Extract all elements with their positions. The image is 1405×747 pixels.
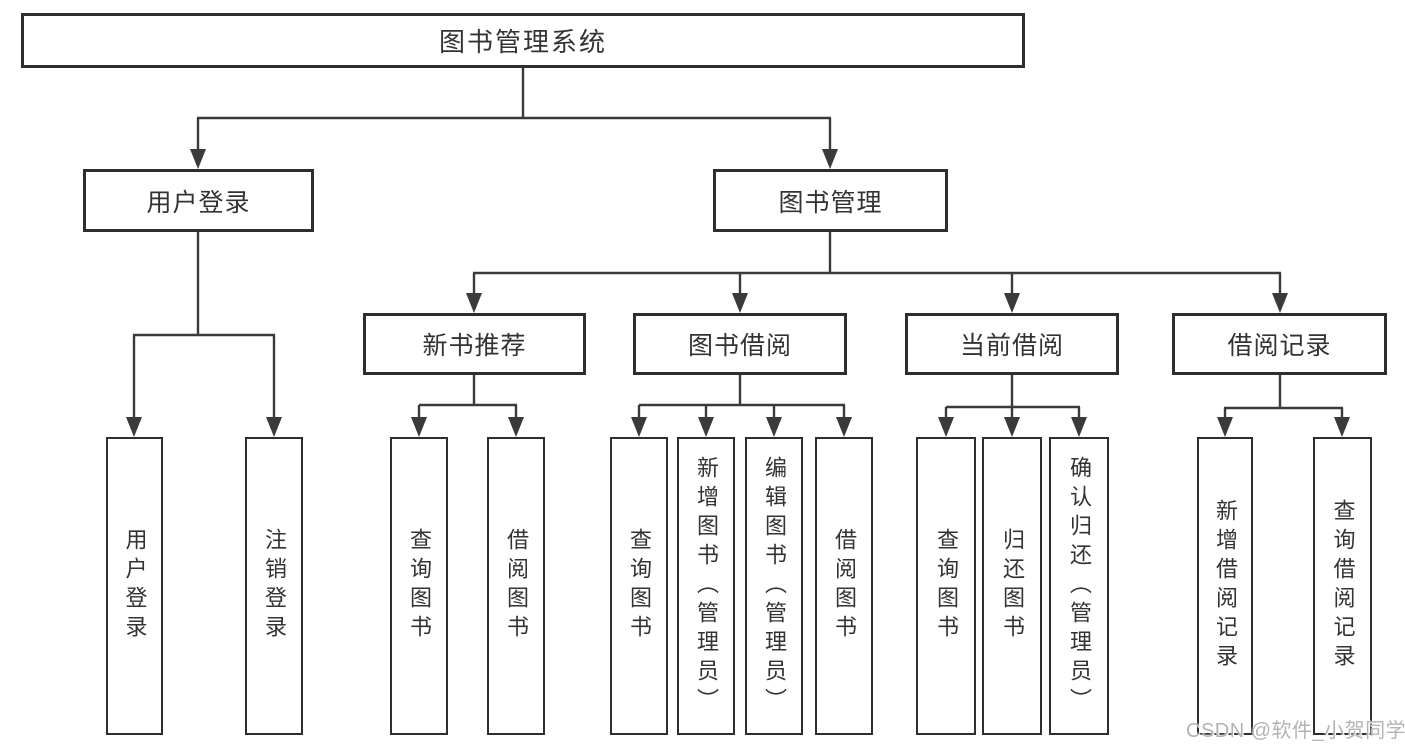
- csdn-watermark: CSDN @软件_小贺同学: [1186, 720, 1405, 742]
- leaf-label: 借阅图书: [504, 528, 529, 644]
- leaf-label: 查询图书: [627, 528, 652, 644]
- connector-root-to-level2: [190, 68, 838, 169]
- leaf-label: 查询图书: [407, 528, 432, 644]
- node-new-book-recommend: 新书推荐: [363, 313, 586, 375]
- leaf-label: 借阅图书: [832, 528, 857, 644]
- node-borrow-records: 借阅记录: [1172, 313, 1387, 375]
- connector-current-borrow-to-leaves: [938, 374, 1087, 437]
- node-root-library-system: 图书管理系统: [21, 13, 1025, 68]
- leaf-query-borrow-record: 查询借阅记录: [1313, 437, 1372, 735]
- arrow-down-icon: [631, 417, 852, 437]
- leaf-label: 归还图书: [1000, 528, 1025, 644]
- leaf-label: 编辑图书（管理员）: [762, 455, 787, 717]
- leaf-add-book-admin: 新增图书（管理员）: [677, 437, 735, 735]
- leaf-query-books-recommend: 查询图书: [390, 437, 448, 735]
- node-current-borrow: 当前借阅: [905, 313, 1119, 375]
- node-book-management: 图书管理: [713, 169, 948, 232]
- leaf-query-books-current: 查询图书: [916, 437, 976, 735]
- leaf-label: 用户登录: [122, 528, 148, 644]
- connector-user-login-to-leaves: [126, 232, 282, 437]
- connector-borrow-records-to-leaves: [1217, 374, 1350, 437]
- leaf-add-borrow-record: 新增借阅记录: [1197, 437, 1253, 735]
- arrow-down-icon: [938, 417, 1087, 437]
- leaf-borrow-books: 借阅图书: [815, 437, 873, 735]
- leaf-label: 确认归还（管理员）: [1067, 455, 1092, 717]
- leaf-query-books-borrow: 查询图书: [610, 437, 668, 735]
- leaf-label: 查询借阅记录: [1330, 499, 1356, 673]
- leaf-label: 查询图书: [934, 528, 959, 644]
- leaf-borrow-books-recommend: 借阅图书: [487, 437, 545, 735]
- leaf-edit-book-admin: 编辑图书（管理员）: [745, 437, 803, 735]
- connector-book-management-to-level3: [466, 232, 1288, 313]
- arrow-down-icon: [466, 293, 1288, 313]
- arrow-down-icon: [1217, 417, 1350, 437]
- connector-new-book-to-leaves: [411, 374, 524, 437]
- arrow-down-icon: [411, 417, 524, 437]
- leaf-confirm-return-admin: 确认归还（管理员）: [1049, 437, 1109, 735]
- leaf-user-login: 用户登录: [106, 437, 163, 735]
- node-book-borrow: 图书借阅: [633, 313, 847, 375]
- leaf-label: 新增借阅记录: [1213, 499, 1238, 673]
- connector-book-borrow-to-leaves: [631, 374, 852, 437]
- leaf-return-books: 归还图书: [982, 437, 1042, 735]
- leaf-label: 新增图书（管理员）: [694, 455, 719, 717]
- leaf-label: 注销登录: [262, 528, 287, 644]
- arrow-down-icon: [126, 417, 282, 437]
- leaf-logout-login: 注销登录: [245, 437, 303, 735]
- arrow-down-icon: [190, 149, 838, 169]
- node-user-login: 用户登录: [83, 169, 314, 232]
